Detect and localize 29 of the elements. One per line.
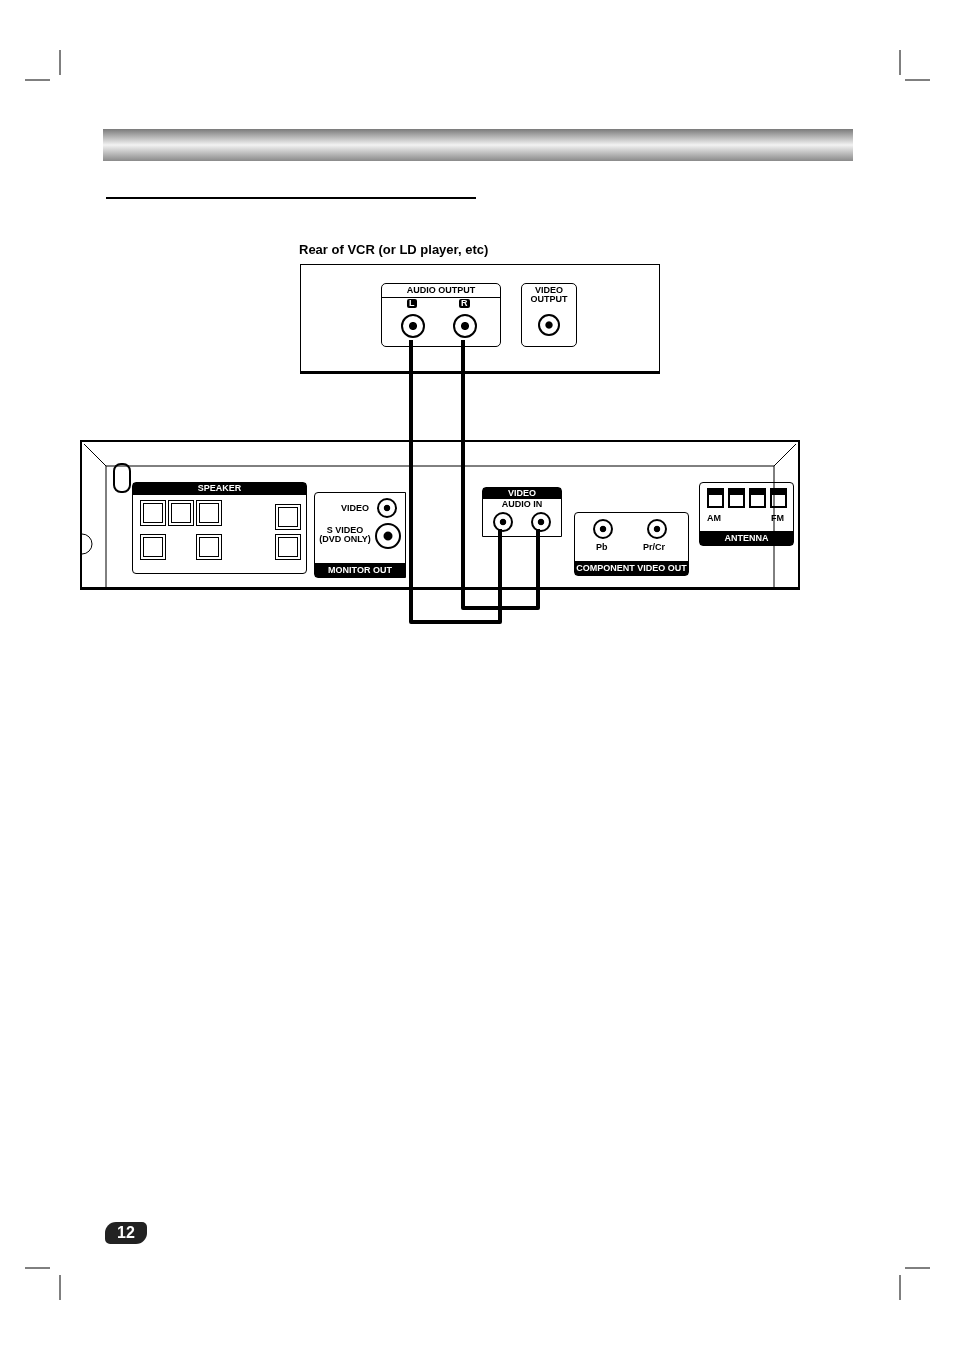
video-output-panel: [521, 283, 577, 347]
audio-output-panel: [381, 283, 501, 347]
page-number: 12: [105, 1222, 147, 1244]
panel-label: AUDIO OUTPUT: [405, 286, 477, 296]
panel-label: VIDEO: [507, 489, 537, 499]
audio-input-jack: [493, 512, 513, 532]
panel-label: VIDEO: [341, 504, 369, 514]
panel-label: VIDEO OUTPUT: [529, 286, 569, 305]
component-video-panel: [574, 512, 689, 576]
jack-label: L: [407, 299, 417, 309]
panel-label: Pb: [596, 543, 608, 553]
panel-label: AUDIO IN: [500, 500, 544, 510]
panel-label: AM: [707, 514, 721, 524]
panel-label: COMPONENT VIDEO OUT: [575, 563, 688, 573]
antenna-terminal-panel: [699, 482, 794, 546]
audio-input-jack: [531, 512, 551, 532]
panel-heading: Rear of VCR (or LD player, etc): [299, 243, 489, 257]
monitor-output-panel: [314, 492, 406, 578]
speaker-terminal-panel: [132, 482, 307, 574]
audio-input-panel: [482, 487, 562, 537]
audio-cable: [409, 340, 502, 624]
jack-label: R: [459, 299, 470, 309]
panel-label: MONITOR OUT: [327, 565, 393, 575]
audio-cable: [461, 340, 540, 610]
panel-label: Pr/Cr: [643, 543, 665, 553]
panel-label: S VIDEO (DVD ONLY): [318, 526, 372, 545]
panel-label: FM: [771, 514, 784, 524]
panel-label: SPEAKER: [196, 484, 243, 494]
panel-label: ANTENNA: [723, 533, 770, 543]
